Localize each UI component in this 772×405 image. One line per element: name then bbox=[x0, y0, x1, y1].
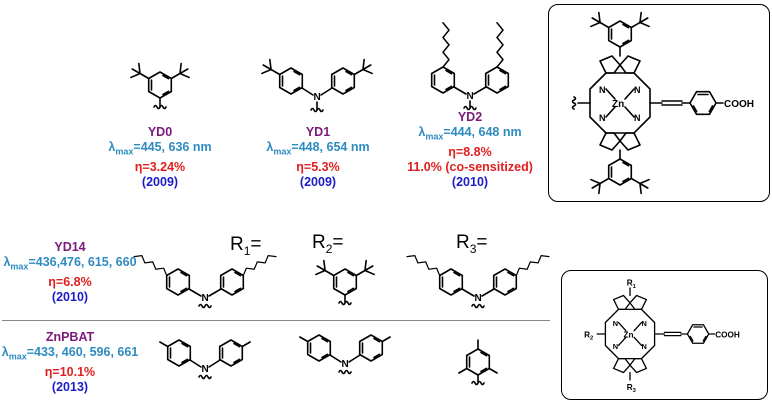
svg-text:N: N bbox=[641, 342, 646, 351]
dye-efficiency: η=3.24% bbox=[134, 159, 186, 174]
dye-name: YD2 bbox=[457, 110, 483, 124]
r1-label: R1= bbox=[230, 234, 262, 258]
svg-text:Zn: Zn bbox=[612, 99, 624, 110]
svg-text:N: N bbox=[202, 293, 209, 304]
section-divider bbox=[2, 320, 550, 321]
svg-text:N: N bbox=[634, 113, 641, 123]
svg-text:N: N bbox=[634, 85, 641, 95]
svg-text:N: N bbox=[613, 342, 618, 351]
znpbat-r2-structure: N bbox=[299, 334, 391, 375]
dye-efficiency-cosensitized: 11.0% (co-sensitized) bbox=[407, 159, 533, 174]
dye-year: (2010) bbox=[51, 289, 89, 304]
svg-text:N: N bbox=[475, 293, 482, 304]
dye-efficiency: η=6.8% bbox=[48, 274, 92, 289]
dye-efficiency: η=5.3% bbox=[296, 159, 340, 174]
dye-label-yd1: YD1 λmax=448, 654 nm η=5.3% (2009) bbox=[266, 125, 369, 190]
svg-text:R3: R3 bbox=[627, 383, 636, 394]
dye-year: (2009) bbox=[141, 174, 179, 189]
svg-text:N: N bbox=[613, 319, 618, 328]
dye-label-yd14: YD14 λmax=436,476, 615, 660 η=6.8% (2010… bbox=[3, 240, 136, 305]
svg-text:N: N bbox=[467, 91, 474, 102]
dye-lambda: λmax=433, 460, 596, 661 bbox=[1, 345, 139, 362]
svg-text:N: N bbox=[641, 319, 646, 328]
dye-label-znpbat: ZnPBAT λmax=433, 460, 596, 661 η=10.1% (… bbox=[2, 330, 139, 395]
dye-lambda: λmax=436,476, 615, 660 bbox=[3, 255, 137, 272]
svg-text:N: N bbox=[342, 359, 349, 370]
r2-structure bbox=[312, 258, 378, 306]
dye-year: (2009) bbox=[299, 174, 337, 189]
svg-text:Zn: Zn bbox=[623, 330, 633, 339]
znpbat-r1-structure: N bbox=[159, 339, 251, 380]
svg-text:R2: R2 bbox=[584, 330, 593, 341]
yd1-structure: N bbox=[258, 57, 376, 113]
r3-structure: N bbox=[406, 251, 550, 309]
dye-year: (2010) bbox=[451, 174, 489, 189]
svg-text:COOH: COOH bbox=[715, 330, 740, 339]
dye-name: YD14 bbox=[54, 240, 86, 254]
r3-label: R3= bbox=[456, 232, 488, 256]
dye-name: YD0 bbox=[147, 125, 173, 139]
dye-label-yd2: YD2 λmax=444, 648 nm η=8.8% 11.0% (co-se… bbox=[407, 110, 533, 190]
r2-label: R2= bbox=[312, 232, 344, 256]
dye-efficiency: η=10.1% bbox=[44, 364, 96, 379]
svg-text:R1: R1 bbox=[627, 279, 637, 290]
dye-name: YD1 bbox=[305, 125, 331, 139]
dye-lambda: λmax=448, 654 nm bbox=[266, 140, 370, 157]
svg-text:COOH: COOH bbox=[724, 99, 754, 110]
yd2-structure: N bbox=[430, 21, 510, 111]
dye-lambda: λmax=444, 648 nm bbox=[418, 125, 522, 142]
dye-efficiency: η=8.8% bbox=[448, 144, 492, 159]
znpbat-r3-structure bbox=[458, 339, 498, 386]
svg-text:N: N bbox=[314, 92, 321, 103]
svg-text:N: N bbox=[599, 85, 606, 95]
svg-text:N: N bbox=[202, 364, 209, 375]
yd0-structure bbox=[127, 61, 193, 110]
dye-year: (2013) bbox=[51, 379, 89, 394]
dye-label-yd0: YD0 λmax=445, 636 nm η=3.24% (2009) bbox=[108, 125, 211, 190]
dye-lambda: λmax=445, 636 nm bbox=[108, 140, 212, 157]
r1-structure: N bbox=[133, 251, 277, 309]
svg-text:N: N bbox=[599, 113, 606, 123]
dye-name: ZnPBAT bbox=[45, 330, 95, 344]
